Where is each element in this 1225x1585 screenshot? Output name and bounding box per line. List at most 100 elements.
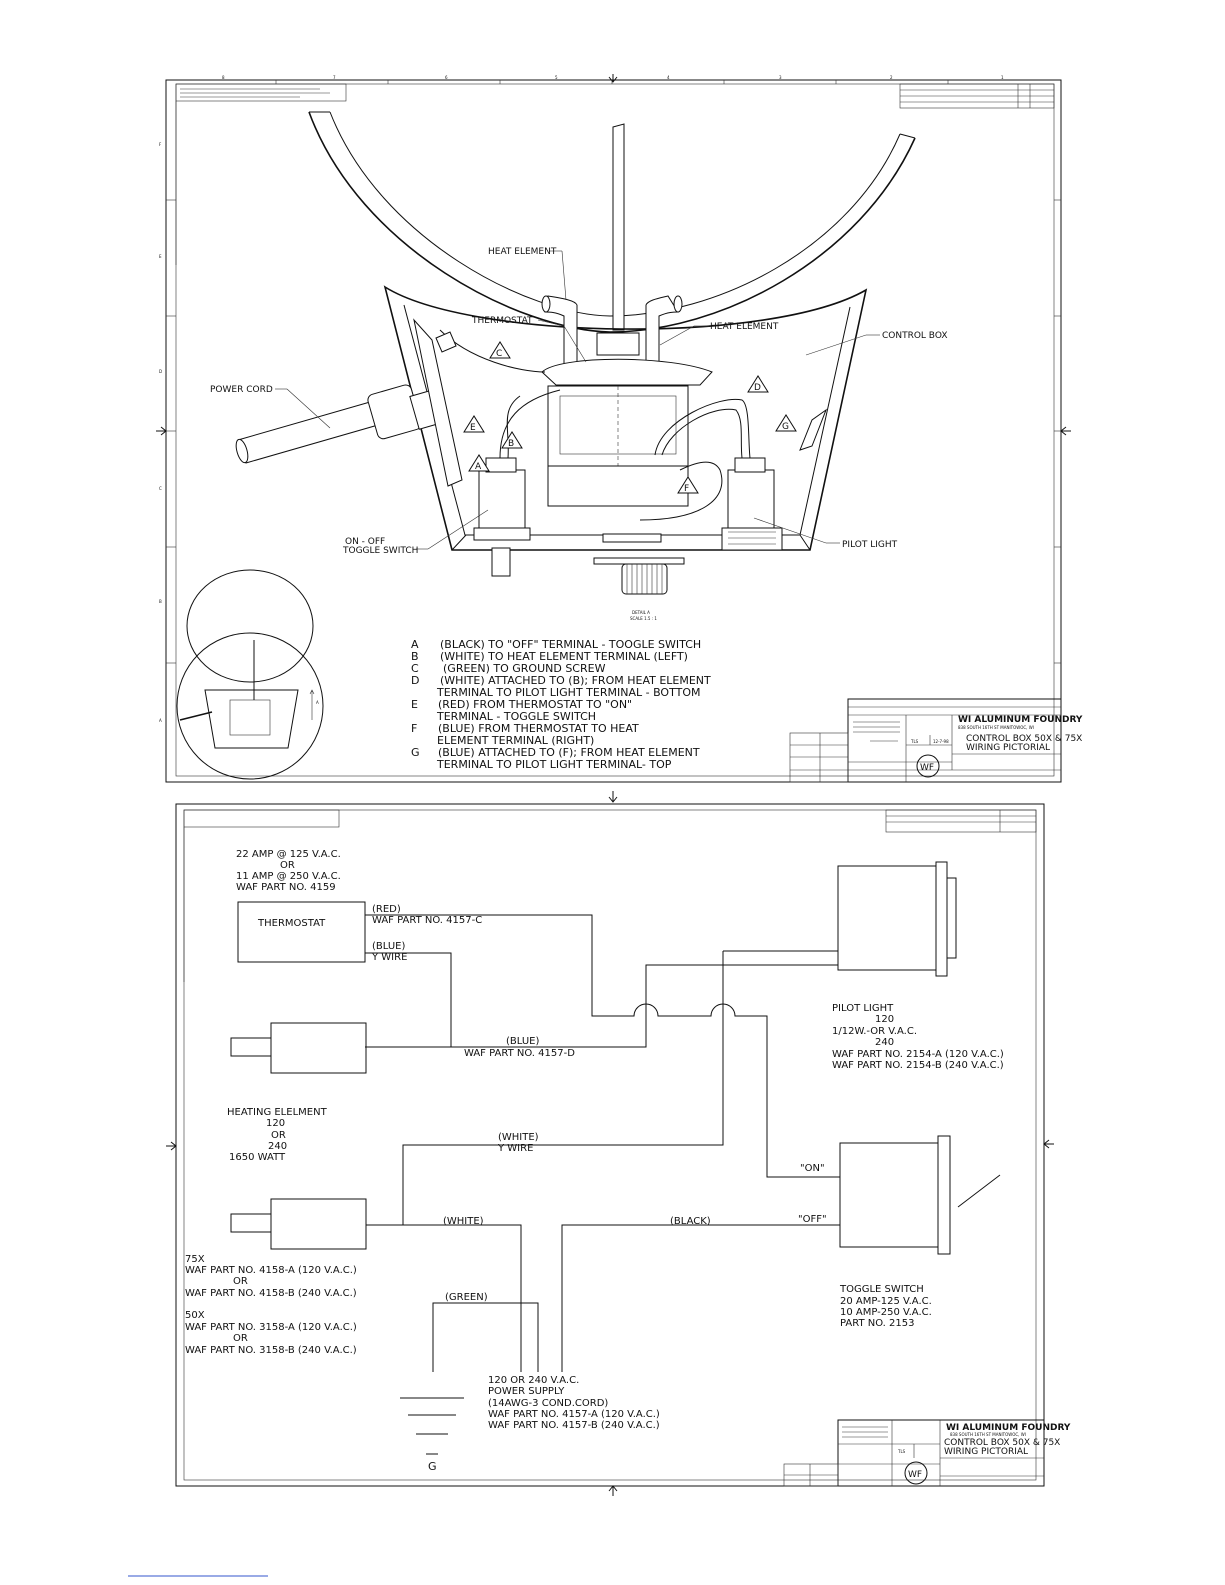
inset-section-marker: A: [316, 700, 319, 705]
legend-text: (WHITE) ATTACHED TO (B); FROM HEAT ELEME…: [440, 674, 711, 687]
sheet-1-zone-ticks: [166, 80, 1061, 664]
schematic-thermostat: 22 AMP @ 125 V.A.C. OR 11 AMP @ 250 V.A.…: [236, 849, 366, 963]
col-label: 4: [667, 75, 670, 80]
thermostat-spec: 22 AMP @ 125 V.A.C.: [236, 849, 341, 860]
wf-logo: [916, 754, 940, 778]
ground-screw: [435, 331, 457, 353]
wire-label: (BLUE): [506, 1036, 539, 1047]
title-block-sheet-2: WI ALUMINUM FOUNDRY 838 SOUTH 16TH ST MA…: [783, 1419, 1071, 1487]
wire-label: (WHITE): [443, 1216, 484, 1227]
company-address-2: 838 SOUTH 16TH ST MANITOWOC, WI: [950, 1432, 1026, 1437]
bowl-rim-inner: [329, 111, 901, 317]
isometric-inset: A: [176, 569, 324, 780]
element-part: 75X: [185, 1254, 205, 1265]
wire-white: [366, 1224, 522, 1372]
revision-block-rows: [900, 84, 1054, 108]
pilot-light-spec: 240: [875, 1037, 894, 1048]
row-label: A: [159, 718, 162, 723]
company-address: 838 SOUTH 16TH ST MANITOWOC, WI: [958, 725, 1034, 730]
power-cord: [237, 401, 379, 464]
drawn-by-2: TLS: [897, 1449, 906, 1454]
legend-key: D: [411, 674, 419, 687]
schematic-pilot-light: PILOT LIGHT 120 1/12W.-OR V.A.C. 240 WAF…: [832, 861, 1004, 1071]
element-part: OR: [233, 1276, 248, 1287]
center-arrow-right-2: [1043, 1139, 1054, 1149]
wire-d: [654, 398, 751, 459]
row-label: C: [159, 486, 162, 491]
heating-element-spec: 1650 WATT: [229, 1152, 286, 1163]
drawing-subtitle: WIRING PICTORIAL: [966, 743, 1050, 753]
pilot-light-spec: WAF PART NO. 2154-A (120 V.A.C.): [832, 1049, 1004, 1060]
schematic-wiring: [365, 914, 840, 1372]
drawing-subtitle-2: WIRING PICTORIAL: [944, 1447, 1028, 1457]
thermostat-top: [596, 332, 640, 356]
legend-text: (WHITE) TO HEAT ELEMENT TERMINAL (LEFT): [440, 650, 688, 663]
col-label: 6: [445, 75, 448, 80]
wire-label: (WHITE): [498, 1132, 539, 1143]
schematic-heating-element-1: HEATING ELELMENT 120 OR 240 1650 WATT: [227, 1022, 367, 1163]
heating-element-spec: 120: [266, 1118, 285, 1129]
callout-g: G: [775, 414, 797, 432]
power-supply-spec: WAF PART NO. 4157-B (240 V.A.C.): [488, 1420, 660, 1431]
center-arrow-bottom-2: [608, 1485, 618, 1496]
callout-d: D: [747, 375, 769, 393]
wf-logo-text-2: WF: [908, 1470, 922, 1480]
svg-text:E: E: [470, 423, 476, 433]
callout-b: B: [501, 431, 523, 449]
svg-text:G: G: [782, 422, 789, 432]
col-label: 5: [555, 75, 558, 80]
wire-label: WAF PART NO. 4157-C: [372, 915, 482, 926]
legend-text: TERMINAL TO PILOT LIGHT TERMINAL - BOTTO…: [436, 686, 700, 699]
wire-green: [432, 1302, 539, 1372]
thermostat-box: [237, 901, 366, 963]
svg-text:C: C: [496, 349, 502, 359]
notice-text-lines: [180, 88, 330, 98]
element-part: WAF PART NO. 3158-A (120 V.A.C.): [185, 1322, 357, 1333]
label-thermostat: THERMOSTAT: [471, 316, 533, 326]
wire-label: (BLACK): [670, 1216, 711, 1227]
drawn-by: TLS: [910, 739, 919, 744]
toggle-switch-spec: PART NO. 2153: [840, 1318, 915, 1329]
element-part: WAF PART NO. 4158-A (120 V.A.C.): [185, 1265, 357, 1276]
col-label: 7: [333, 75, 336, 80]
bracket-right: [799, 408, 828, 451]
schematic-heating-element-2: 75X WAF PART NO. 4158-A (120 V.A.C.) OR …: [185, 1198, 367, 1356]
pilot-light-spec: PILOT LIGHT: [832, 1003, 894, 1014]
ground-label: G: [428, 1460, 437, 1473]
sheet-2-border: [175, 803, 1045, 1487]
thermostat-spec: WAF PART NO. 4159: [236, 882, 336, 893]
callout-e: E: [463, 415, 485, 433]
wf-logo-text: WF: [920, 763, 934, 773]
legend-text: (RED) FROM THERMOSTAT TO "ON": [438, 698, 632, 711]
wire-label: Y WIRE: [497, 1143, 533, 1154]
power-supply-spec: 120 OR 240 V.A.C.: [488, 1375, 579, 1386]
svg-text:B: B: [508, 439, 514, 449]
toggle-switch-spec: 10 AMP-250 V.A.C.: [840, 1307, 932, 1318]
center-arrow-top: [608, 74, 618, 83]
pilot-light-body: [727, 469, 775, 529]
toggle-lever: [491, 547, 511, 577]
inset-control-box: [204, 689, 299, 749]
heating-element-spec: 240: [268, 1141, 287, 1152]
label-toggle-line2: TOGGLE SWITCH: [342, 546, 418, 556]
inset-detail-circle: [176, 632, 324, 780]
heat-element-tube-right: [645, 295, 679, 371]
wire-black: [561, 1224, 840, 1372]
toggle-lever-line: [957, 1174, 1001, 1208]
bracket-left: [413, 318, 463, 487]
col-label: 2: [890, 75, 893, 80]
legend-text: (BLACK) TO "OFF" TERMINAL - TOOGLE SWITC…: [440, 638, 701, 651]
svg-text:A: A: [475, 462, 482, 472]
proprietary-notice-box-2: [183, 809, 340, 828]
power-supply-spec: WAF PART NO. 4157-A (120 V.A.C.): [488, 1409, 660, 1420]
terminal-on-label: "ON": [800, 1163, 825, 1174]
legend-text: (BLUE) FROM THERMOSTAT TO HEAT: [438, 722, 639, 735]
toggle-switch-body: [478, 469, 526, 529]
sheet-2-inner-border: [183, 809, 1037, 1481]
thermostat-flange: [541, 358, 713, 386]
callout-f: F: [677, 476, 699, 494]
legend-text: ELEMENT TERMINAL (RIGHT): [437, 734, 594, 747]
legend-key: A: [411, 638, 419, 651]
leader-lines: [275, 250, 880, 550]
legend-text: (BLUE) ATTACHED TO (F); FROM HEAT ELEMEN…: [438, 746, 700, 759]
